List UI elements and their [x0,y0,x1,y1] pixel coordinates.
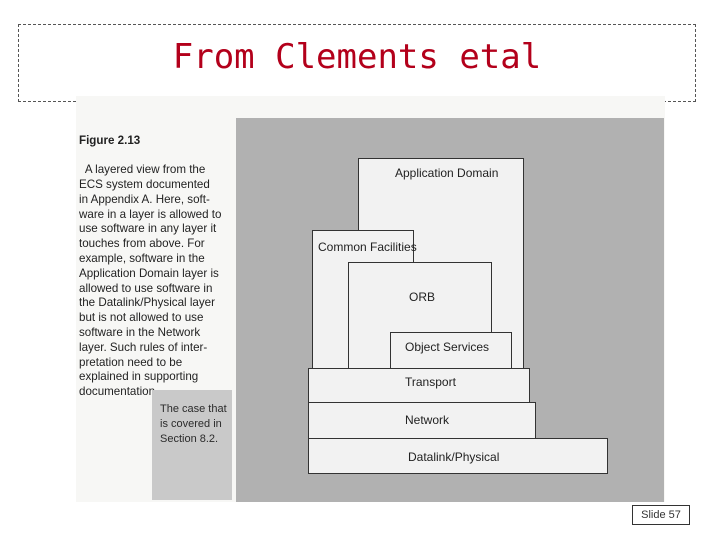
slide-title: From Clements etal [172,37,542,77]
layer-label-network: Network [405,413,450,427]
title-box: From Clements etal [18,24,696,102]
slide-number: Slide 57 [632,505,690,525]
layer-label-common-facilities: Common Facilities [318,240,417,254]
figure-label: Figure 2.13 [79,133,141,147]
layer-label-orb: ORB [409,290,436,304]
layer-label-transport: Transport [405,375,456,389]
layer-label-application-domain: Application Domain [395,166,499,180]
figure-caption-block: Figure 2.13 A layered view from the ECS … [79,104,239,400]
layer-label-object-services: Object Services [405,340,490,354]
side-note-box [152,390,232,500]
layer-network [308,402,536,440]
layer-datalink-physical [308,438,608,474]
side-note: The case that is covered in Section 8.2. [160,403,227,445]
figure-caption: A layered view from the ECS system docum… [79,163,222,399]
layer-label-datalink-physical: Datalink/Physical [408,450,500,464]
